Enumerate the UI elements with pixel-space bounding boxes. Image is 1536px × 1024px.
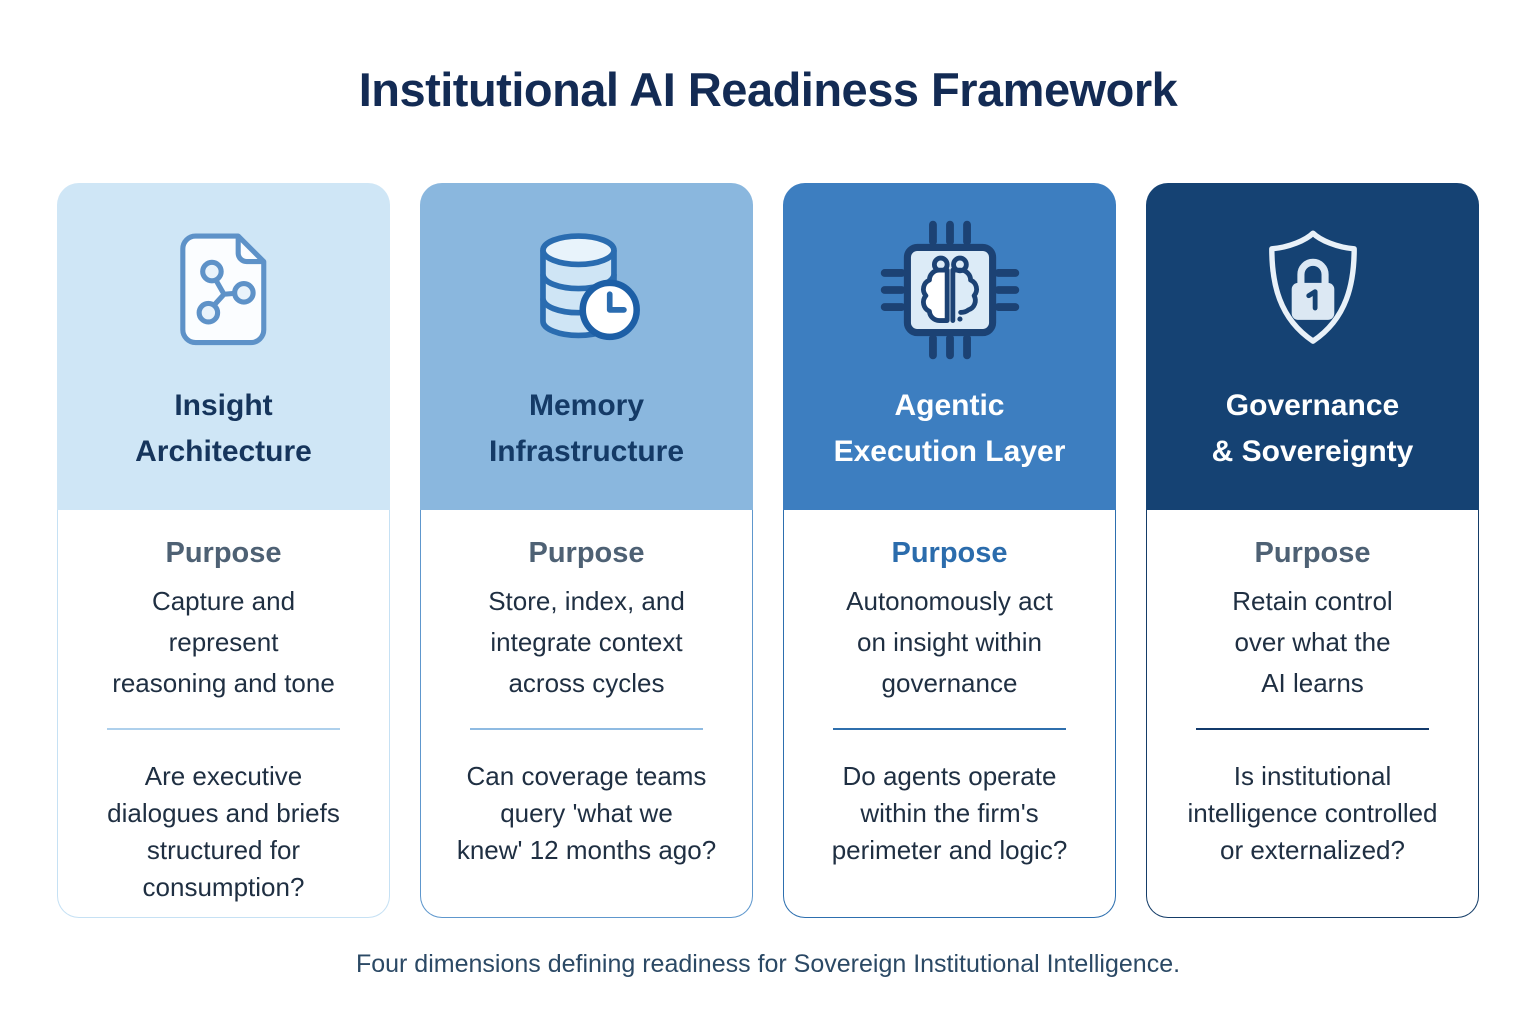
- purpose-text: Autonomously act on insight within gover…: [846, 586, 1053, 699]
- database-clock-icon: [516, 183, 658, 383]
- document-share-icon: [153, 183, 295, 383]
- divider: [469, 728, 704, 731]
- page-title: Institutional AI Readiness Framework: [358, 63, 1178, 116]
- card-header: Agentic Execution Layer: [783, 183, 1116, 510]
- card-title: Insight Architecture: [135, 389, 312, 468]
- card-header: Insight Architecture: [57, 183, 390, 510]
- card-title: Governance & Sovereignty: [1211, 389, 1414, 468]
- card-title: Memory Infrastructure: [488, 389, 685, 468]
- question-text: Are executive dialogues and briefs struc…: [107, 761, 340, 902]
- card-body: Purpose Capture and represent reasoning …: [57, 510, 390, 918]
- divider: [1195, 728, 1430, 731]
- card-body: Purpose Retain control over what the AI …: [1146, 510, 1479, 918]
- card-body: Purpose Store, index, and integrate cont…: [420, 510, 753, 918]
- shield-lock-icon: [1242, 183, 1384, 383]
- purpose-text: Capture and represent reasoning and tone: [112, 586, 335, 699]
- divider: [106, 728, 341, 731]
- card-body: Purpose Autonomously act on insight with…: [783, 510, 1116, 918]
- card-title: Agentic Execution Layer: [833, 389, 1066, 468]
- card-header: Governance & Sovereignty: [1146, 183, 1479, 510]
- card-memory-infrastructure: Memory Infrastructure Purpose Store, ind…: [420, 183, 753, 918]
- card-governance-sovereignty: Governance & Sovereignty Purpose Retain …: [1146, 183, 1479, 918]
- cards-row: Insight Architecture Purpose Capture and…: [0, 183, 1536, 918]
- purpose-label: Purpose: [1254, 537, 1371, 569]
- card-agentic-execution-layer: Agentic Execution Layer Purpose Autonomo…: [783, 183, 1116, 918]
- question-text: Is institutional intelligence controlled…: [1187, 761, 1438, 866]
- purpose-label: Purpose: [528, 537, 645, 569]
- purpose-text: Retain control over what the AI learns: [1232, 586, 1393, 699]
- question-text: Do agents operate within the firm's peri…: [831, 761, 1068, 866]
- question-text: Can coverage teams query 'what we knew' …: [456, 761, 717, 866]
- chip-brain-icon: [879, 183, 1021, 383]
- purpose-text: Store, index, and integrate context acro…: [488, 586, 685, 699]
- divider: [832, 728, 1067, 731]
- purpose-label: Purpose: [165, 537, 282, 569]
- purpose-label: Purpose: [891, 537, 1008, 569]
- card-insight-architecture: Insight Architecture Purpose Capture and…: [57, 183, 390, 918]
- card-header: Memory Infrastructure: [420, 183, 753, 510]
- footer-caption: Four dimensions defining readiness for S…: [355, 950, 1181, 978]
